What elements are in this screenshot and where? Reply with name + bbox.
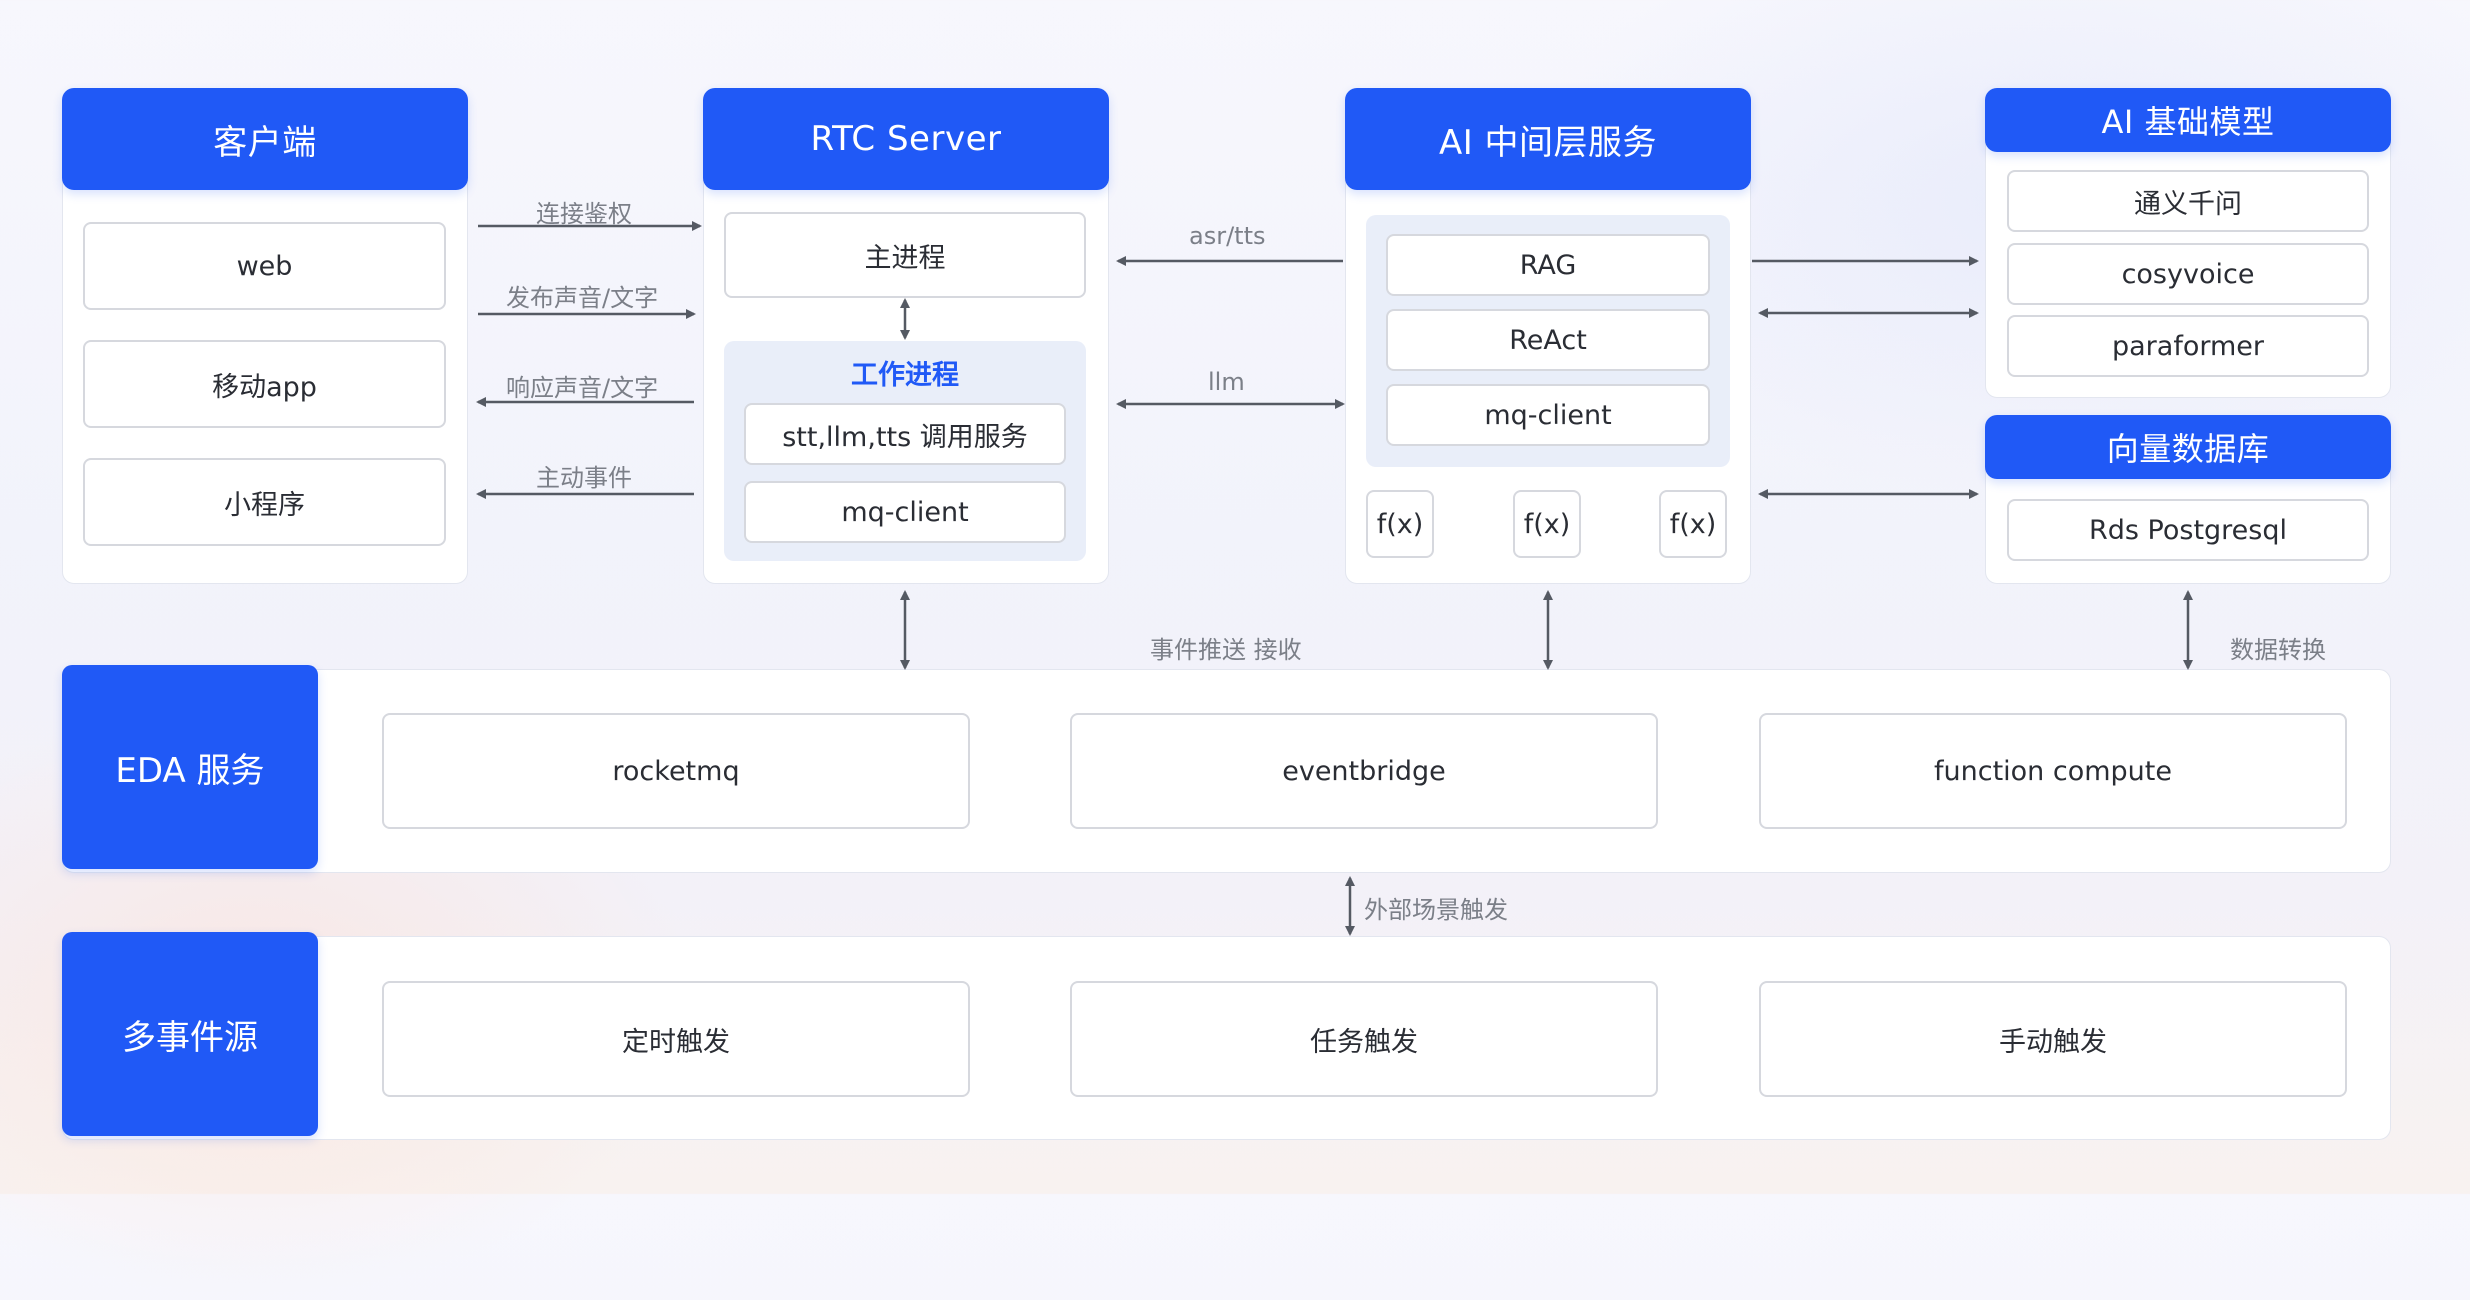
eda-eventbridge: eventbridge — [1070, 713, 1658, 829]
ai-base-cosyvoice: cosyvoice — [2007, 243, 2369, 305]
ai-base-header: AI 基础模型 — [1985, 88, 2391, 152]
client-item-mobile-app: 移动app — [83, 340, 446, 428]
client-header: 客户端 — [62, 88, 468, 190]
ai-mid-func-1: f(x) — [1366, 490, 1434, 558]
eda-rocketmq: rocketmq — [382, 713, 970, 829]
rtc-worker-invoke: stt,llm,tts 调用服务 — [744, 403, 1066, 465]
eda-header: EDA 服务 — [62, 665, 318, 869]
vector-db-header: 向量数据库 — [1985, 415, 2391, 479]
sources-header: 多事件源 — [62, 932, 318, 1136]
ai-mid-mq-client: mq-client — [1386, 384, 1710, 446]
rtc-main-process: 主进程 — [724, 212, 1086, 298]
ai-mid-func-3: f(x) — [1659, 490, 1727, 558]
label-asr-tts: asr/tts — [1189, 222, 1266, 250]
client-item-web: web — [83, 222, 446, 310]
ai-mid-react: ReAct — [1386, 309, 1710, 371]
label-llm: llm — [1208, 368, 1245, 396]
label-active-event: 主动事件 — [536, 464, 632, 492]
client-item-mini-program: 小程序 — [83, 458, 446, 546]
label-connect-auth: 连接鉴权 — [536, 200, 632, 228]
rtc-header: RTC Server — [703, 88, 1109, 190]
source-task-trigger: 任务触发 — [1070, 981, 1658, 1097]
rtc-worker-title: 工作进程 — [851, 359, 959, 391]
label-respond: 响应声音/文字 — [506, 374, 659, 402]
vector-db-rds-postgresql: Rds Postgresql — [2007, 499, 2369, 561]
source-timer-trigger: 定时触发 — [382, 981, 970, 1097]
ai-base-paraformer: paraformer — [2007, 315, 2369, 377]
eda-function-compute: function compute — [1759, 713, 2347, 829]
source-manual-trigger: 手动触发 — [1759, 981, 2347, 1097]
connector-arrows — [476, 221, 2193, 936]
rtc-worker-mq-client: mq-client — [744, 481, 1066, 543]
label-event-push: 事件推送 接收 — [1150, 636, 1302, 664]
ai-mid-func-2: f(x) — [1513, 490, 1581, 558]
label-data-convert: 数据转换 — [2230, 636, 2326, 664]
label-publish: 发布声音/文字 — [506, 284, 659, 312]
ai-base-qwen: 通义千问 — [2007, 170, 2369, 232]
ai-mid-rag: RAG — [1386, 234, 1710, 296]
label-external-trigger: 外部场景触发 — [1364, 896, 1508, 924]
ai-mid-header: AI 中间层服务 — [1345, 88, 1751, 190]
